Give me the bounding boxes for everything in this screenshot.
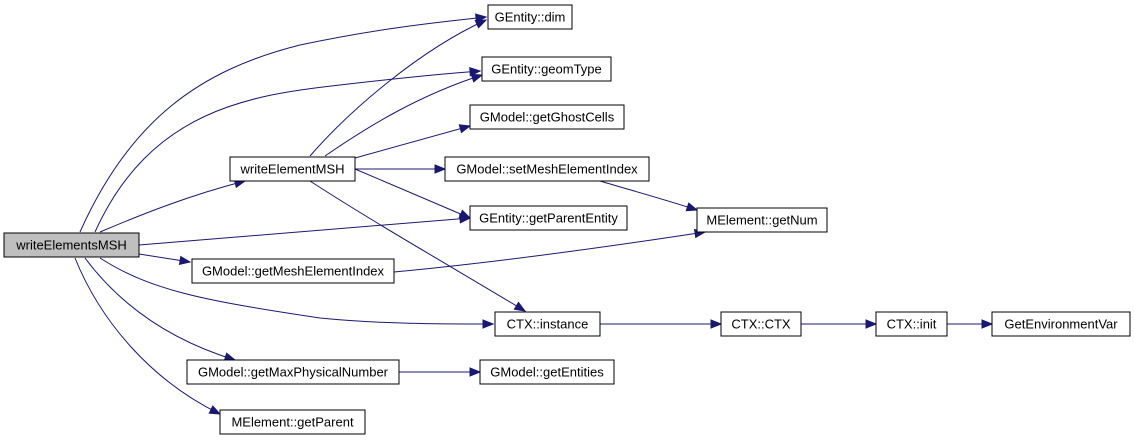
node-label: GModel::getGhostCells — [480, 110, 615, 125]
node-box — [875, 311, 948, 337]
edges-layer — [74, 13, 994, 415]
node-GModel_getMeshElementIndex[interactable]: GModel::getMeshElementIndex — [191, 258, 395, 284]
edge-writeElementMSH-to-GEntity_getParentEntity — [354, 168, 471, 219]
node-box — [494, 311, 601, 337]
node-box — [219, 409, 366, 435]
arrowhead-CTX_instance — [513, 301, 527, 312]
arrowhead-CTX_instance — [482, 319, 495, 329]
edge-writeElementsMSH-to-GEntity_dim — [79, 16, 487, 233]
edge-writeElementMSH-to-GEntity_geomType — [324, 74, 483, 157]
node-label: GetEnvironmentVar — [1004, 317, 1118, 332]
node-box — [481, 56, 612, 82]
arrowhead-GEntity_geomType — [470, 73, 484, 83]
edge-GModel_setMeshElementIndex-to-MElement_getNum — [599, 180, 698, 211]
arrowhead-GModel_setMeshElementIndex — [434, 164, 447, 174]
node-label: GEntity::getParentEntity — [479, 211, 618, 226]
node-label: MElement::getNum — [706, 213, 817, 228]
edge-writeElementMSH-to-CTX_instance — [309, 180, 526, 312]
node-box — [469, 104, 625, 130]
node-box — [186, 359, 400, 385]
node-label: GModel::getMeshElementIndex — [202, 264, 385, 279]
node-label: writeElementsMSH — [15, 238, 127, 253]
node-GModel_getMaxPhysicalNumber[interactable]: GModel::getMaxPhysicalNumber — [186, 359, 400, 385]
arrowhead-CTX_init — [865, 319, 878, 329]
node-writeElementMSH[interactable]: writeElementMSH — [229, 156, 356, 182]
edge-writeElementsMSH-to-writeElementMSH — [99, 180, 246, 233]
node-label: CTX::init — [887, 317, 937, 332]
node-box — [487, 4, 573, 30]
node-MElement_getNum[interactable]: MElement::getNum — [696, 207, 828, 233]
edge-GModel_getMeshElementIndex-to-MElement_getNum — [393, 231, 706, 273]
arrowhead-GetEnvironmentVar — [981, 319, 994, 329]
node-writeElementsMSH[interactable]: writeElementsMSH — [3, 232, 140, 258]
node-box — [696, 207, 828, 233]
arrowhead-CTX_CTX — [710, 319, 723, 329]
node-label: GModel::setMeshElementIndex — [456, 162, 638, 177]
node-box — [469, 205, 628, 231]
node-box — [479, 359, 615, 385]
arrowhead-MElement_getNum — [685, 202, 699, 212]
node-box — [720, 311, 802, 337]
node-CTX_init[interactable]: CTX::init — [875, 311, 948, 337]
node-GEntity_dim[interactable]: GEntity::dim — [487, 4, 573, 30]
node-box — [229, 156, 356, 182]
node-box — [991, 311, 1131, 337]
edge-writeElementMSH-to-GEntity_dim — [309, 19, 487, 157]
arrowhead-GModel_getGhostCells — [458, 124, 472, 134]
node-label: CTX::CTX — [731, 317, 791, 332]
node-GModel_getGhostCells[interactable]: GModel::getGhostCells — [469, 104, 625, 130]
arrowhead-MElement_getParent — [208, 405, 222, 415]
edge-writeElementsMSH-to-MElement_getParent — [74, 257, 221, 415]
node-label: GModel::getMaxPhysicalNumber — [198, 365, 389, 380]
node-GEntity_geomType[interactable]: GEntity::geomType — [481, 56, 612, 82]
node-box — [191, 258, 395, 284]
node-box — [3, 232, 140, 258]
edge-writeElementMSH-to-GModel_getGhostCells — [354, 125, 471, 159]
node-GetEnvironmentVar[interactable]: GetEnvironmentVar — [991, 311, 1131, 337]
node-label: CTX::instance — [507, 317, 589, 332]
nodes-layer: writeElementsMSHwriteElementMSHGEntity::… — [3, 4, 1131, 435]
node-CTX_CTX[interactable]: CTX::CTX — [720, 311, 802, 337]
node-GEntity_getParentEntity[interactable]: GEntity::getParentEntity — [469, 205, 628, 231]
node-label: GEntity::geomType — [491, 62, 602, 77]
node-label: GEntity::dim — [495, 10, 566, 25]
edge-writeElementsMSH-to-GModel_getMaxPhysicalNumber — [84, 257, 236, 361]
node-GModel_getEntities[interactable]: GModel::getEntities — [479, 359, 615, 385]
arrowhead-GEntity_dim — [474, 19, 488, 29]
node-label: GModel::getEntities — [490, 365, 604, 380]
node-CTX_instance[interactable]: CTX::instance — [494, 311, 601, 337]
node-label: MElement::getParent — [231, 415, 354, 430]
node-GModel_setMeshElementIndex[interactable]: GModel::setMeshElementIndex — [444, 156, 650, 182]
edge-writeElementsMSH-to-CTX_instance — [99, 257, 494, 325]
node-label: writeElementMSH — [239, 162, 344, 177]
node-box — [444, 156, 650, 182]
arrowhead-GModel_getEntities — [469, 367, 482, 377]
edge-writeElementsMSH-to-GEntity_geomType — [94, 70, 481, 233]
arrowhead-GModel_getMeshElementIndex — [178, 255, 192, 266]
node-MElement_getParent[interactable]: MElement::getParent — [219, 409, 366, 435]
edge-writeElementsMSH-to-GEntity_getParentEntity — [138, 217, 471, 246]
arrowhead-GEntity_getParentEntity — [458, 209, 472, 219]
arrowhead-GEntity_geomType — [469, 67, 482, 77]
